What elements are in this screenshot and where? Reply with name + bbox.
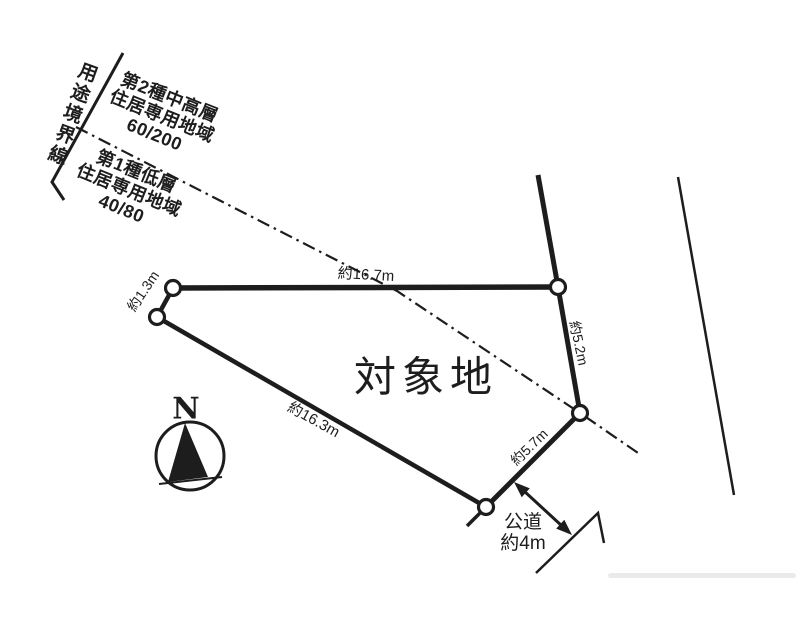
road-west-edge-upper-line: [535, 174, 561, 288]
parcel-label: 対象地: [353, 353, 499, 401]
vertex-marker-bottom: [476, 497, 496, 517]
public-road-width: 約4m: [500, 533, 546, 554]
road-width-arrow: [514, 482, 572, 535]
road-east-edge-line: [676, 176, 736, 496]
public-road-name: 公道: [503, 512, 542, 533]
road-south-edge-line: [535, 510, 606, 574]
boundary-label-bracket: [50, 52, 125, 201]
parcel-edge-top: [172, 284, 559, 291]
parcel-edge-bottom-right: [484, 411, 582, 509]
compass-north-letter: N: [172, 391, 200, 427]
parcel-edge-bottom-left: [155, 315, 488, 509]
zoning-boundary-dashdot-line: [75, 126, 642, 456]
vertex-marker-right: [570, 403, 590, 423]
vertex-marker-top-left: [163, 278, 183, 298]
vertex-marker-left: [147, 307, 167, 327]
public-road-label: 公道 約4m: [500, 512, 545, 554]
dimension-top-edge: 約16.7m: [337, 265, 395, 285]
north-compass-icon: [154, 420, 226, 492]
parcel-edge-right: [555, 286, 583, 414]
scan-artifact: [608, 573, 796, 578]
vertex-marker-top-right: [548, 277, 568, 297]
